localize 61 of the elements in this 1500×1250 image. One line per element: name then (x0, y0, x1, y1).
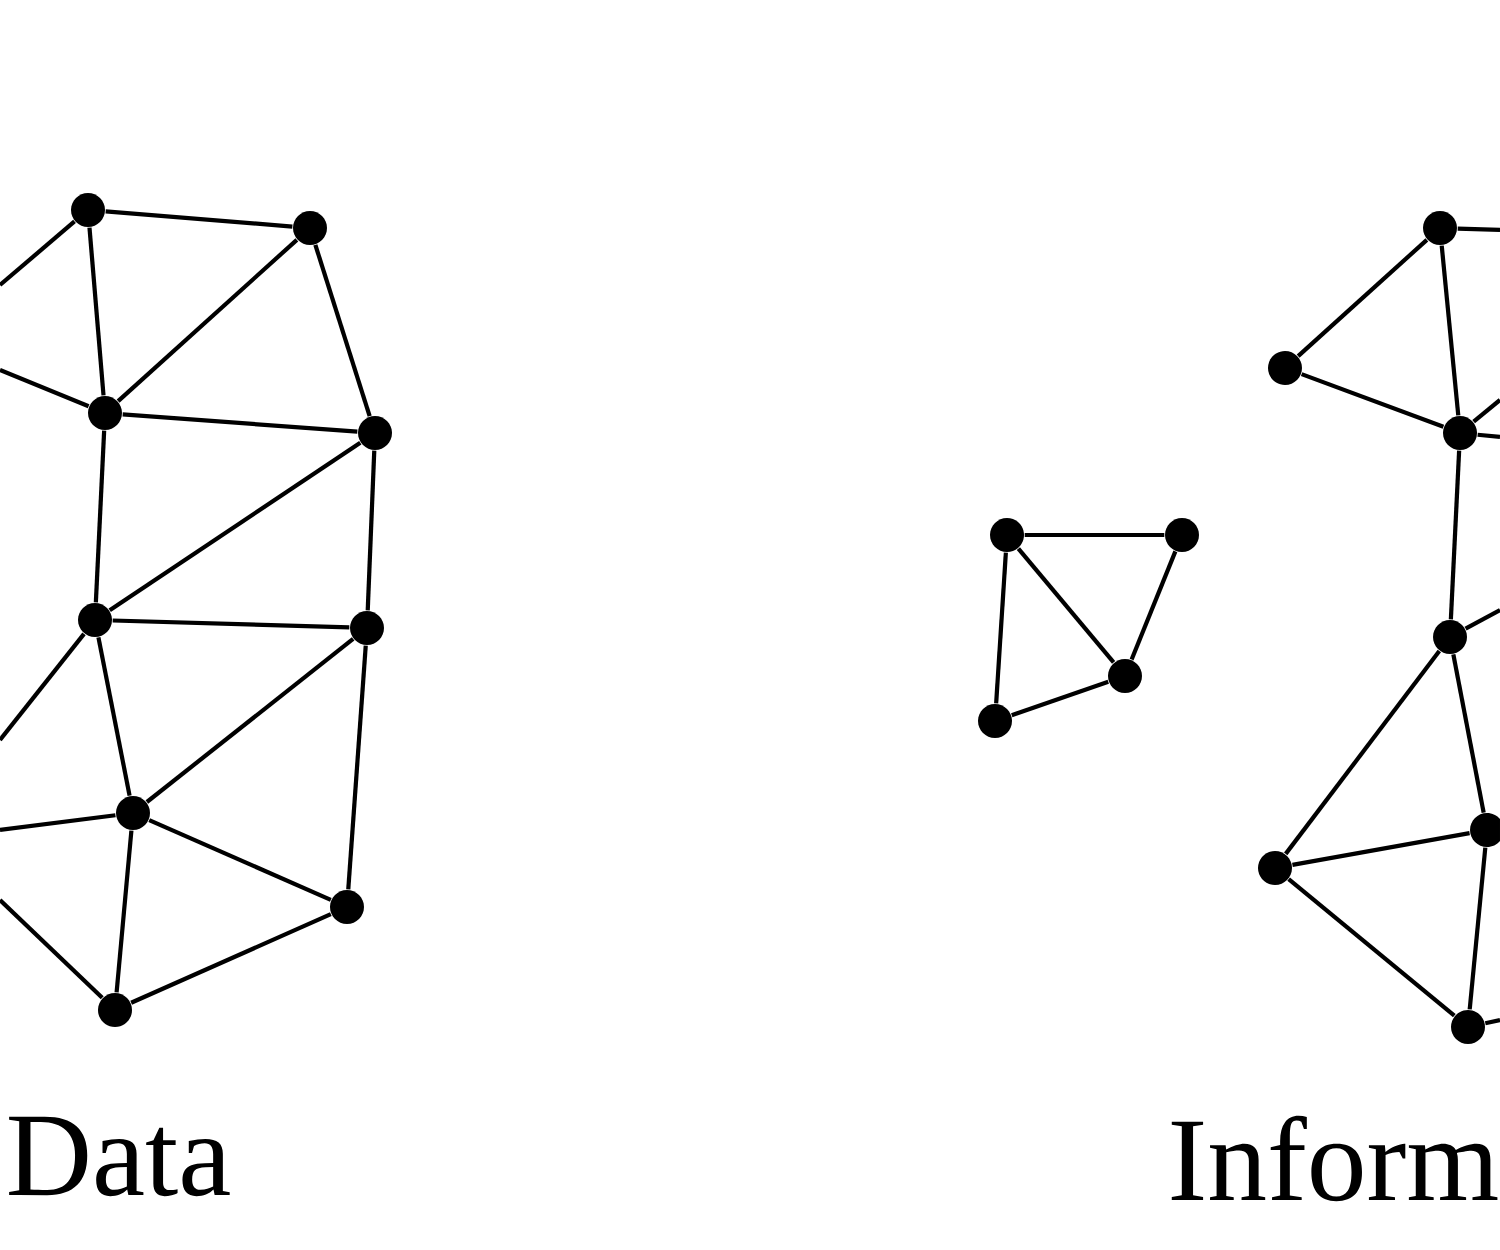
graph-node (88, 396, 122, 430)
graph-edge (0, 219, 76, 287)
graph-node (78, 603, 112, 637)
graph-edge (0, 898, 104, 1000)
graph-edge (108, 441, 362, 612)
graph-edge (148, 818, 332, 902)
graph-edge (1011, 679, 1109, 718)
graph-edge (1292, 831, 1470, 867)
graph-node (358, 416, 392, 450)
graph-edge (112, 618, 350, 630)
graph-edge (122, 412, 358, 434)
graph-edge (313, 244, 372, 417)
graph-edge (1472, 398, 1500, 424)
graph-edge (0, 813, 116, 833)
graph-edge (1016, 547, 1116, 664)
graph-node (1443, 416, 1477, 450)
graph-edge (145, 637, 355, 804)
graph-edge (365, 450, 377, 611)
graph-edge (93, 430, 107, 603)
graph-node (1451, 1010, 1485, 1044)
graph-node (1165, 518, 1199, 552)
graph-node (1433, 620, 1467, 654)
graph-node (71, 193, 105, 227)
graph-edge (994, 552, 1008, 704)
word-label: Data (9, 1116, 230, 1197)
graph-edge (1296, 238, 1429, 358)
graph-edge (87, 227, 106, 396)
graph-node (1470, 813, 1500, 847)
graph-edge (1284, 649, 1441, 856)
graph-node (330, 890, 364, 924)
graph-edge (96, 636, 132, 797)
graph-edge (1451, 653, 1486, 813)
graph-edge (1287, 877, 1456, 1018)
graph-node (1268, 351, 1302, 385)
graph-edge (1477, 432, 1500, 440)
graph-node (1258, 851, 1292, 885)
graph-node (116, 796, 150, 830)
graph-edge (1464, 608, 1500, 631)
graph-edge (105, 209, 293, 229)
graph-node (990, 518, 1024, 552)
graph-edge (114, 830, 134, 993)
graph-node (350, 611, 384, 645)
graph-edge (1484, 1017, 1500, 1026)
graph-edge (116, 238, 299, 403)
graph-edge (0, 632, 86, 742)
graph-node (98, 993, 132, 1027)
graph-edge (1024, 532, 1165, 538)
graph-node (1108, 659, 1142, 693)
graph-node (293, 211, 327, 245)
graph-edge (1300, 372, 1445, 429)
graph-node (1423, 211, 1457, 245)
graph-edge (1129, 550, 1178, 661)
graph-node (978, 704, 1012, 738)
word-label: Inform (1171, 1115, 1498, 1202)
graph-edge (1439, 245, 1461, 416)
graph-edge (1448, 450, 1462, 620)
graph-edge (346, 645, 368, 890)
graph-edge (1457, 226, 1500, 233)
graph-edge (0, 368, 90, 409)
graph-edge (130, 912, 332, 1005)
graph-edge (1467, 847, 1488, 1010)
